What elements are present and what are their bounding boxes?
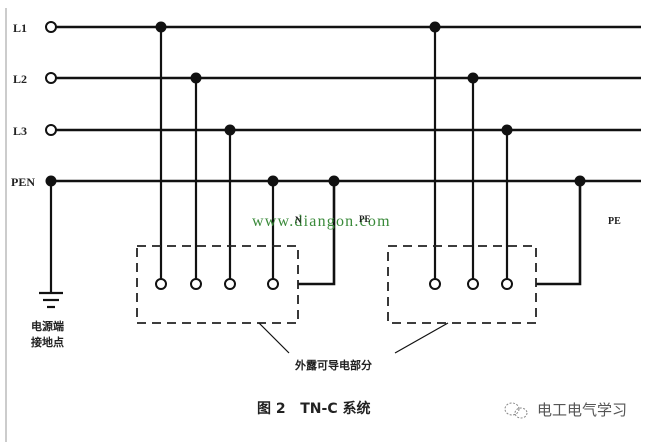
bus-label-l1: L1: [13, 21, 27, 35]
equipment-terminal-n-left: [267, 278, 279, 290]
junction-n-left: [267, 175, 279, 187]
equipment-terminal-l2-right: [467, 278, 479, 290]
label-n-left: N: [295, 215, 302, 225]
equipment-enclosure-left: [136, 245, 299, 324]
label-pe-right: PE: [608, 216, 621, 227]
watermark-text: www.diangon.com: [252, 213, 391, 230]
bus-label-l3: L3: [13, 124, 27, 138]
terminal-l2-icon: [45, 72, 57, 84]
junction-l2-left: [190, 72, 202, 84]
bus-label-l2: L2: [13, 72, 27, 86]
equipment-terminal-l3-left: [224, 278, 236, 290]
leader-line-right: [394, 322, 449, 354]
equipment-terminal-l2-left: [190, 278, 202, 290]
equipment-enclosure-right: [387, 245, 537, 324]
exposed-parts-label: 外露可导电部分: [294, 358, 372, 372]
terminal-l3-icon: [45, 124, 57, 136]
pe-conductor-left: [298, 181, 336, 286]
junction-pe-right: [574, 175, 586, 187]
equipment-terminal-l1-left: [155, 278, 167, 290]
ground-label-line2: 接地点: [31, 335, 64, 349]
label-pe-left: PE: [359, 214, 371, 224]
figure-caption: 图 2 TN-C 系统: [257, 400, 370, 417]
junction-pe-left: [328, 175, 340, 187]
leader-line-left: [258, 322, 290, 354]
wechat-icon: [504, 402, 528, 419]
terminal-l1-icon: [45, 21, 57, 33]
brand-text: 电工电气学习: [537, 401, 627, 419]
pe-conductor-right: [536, 181, 582, 286]
junction-l3-left: [224, 124, 236, 136]
ground-label-line1: 电源端: [31, 319, 64, 333]
equipment-terminal-l3-right: [501, 278, 513, 290]
equipment-terminal-l1-right: [429, 278, 441, 290]
junction-l2-right: [467, 72, 479, 84]
junction-l1-left: [155, 21, 167, 33]
bus-label-pen: PEN: [11, 175, 35, 189]
junction-l1-right: [429, 21, 441, 33]
junction-l3-right: [501, 124, 513, 136]
